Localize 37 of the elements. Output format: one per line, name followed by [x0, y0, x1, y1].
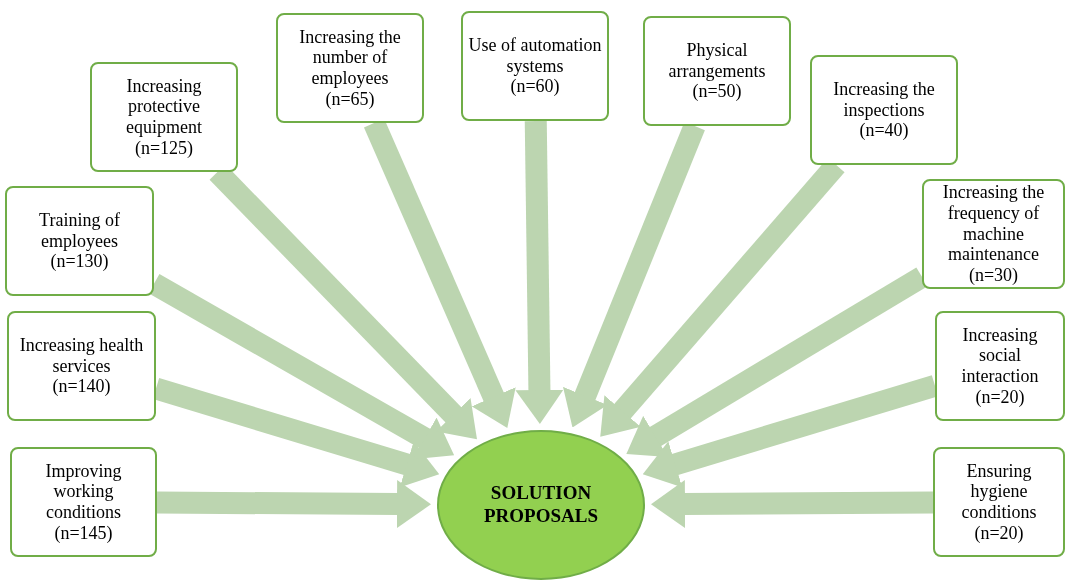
proposal-text: Training of employees	[38, 209, 121, 252]
proposal-box	[90, 62, 238, 172]
proposal-box	[7, 311, 156, 421]
proposal-text: Increasing health services	[18, 334, 145, 377]
count-text: (n=40)	[859, 120, 909, 142]
arrow	[651, 480, 934, 529]
count-text: (n=50)	[692, 81, 742, 103]
arrow	[515, 120, 564, 424]
proposal-box	[10, 447, 157, 557]
count-text: (n=65)	[325, 88, 375, 110]
proposal-text: Improving working conditions	[44, 460, 123, 523]
proposal-box	[810, 55, 958, 165]
ellipse-title: SOLUTION PROPOSALS	[483, 482, 599, 528]
proposal-box	[5, 186, 154, 296]
count-text: (n=20)	[974, 522, 1024, 544]
proposal-box	[922, 179, 1065, 289]
proposal-box	[935, 311, 1065, 421]
count-text: (n=20)	[975, 386, 1025, 408]
count-text: (n=130)	[50, 251, 109, 273]
count-text: (n=140)	[52, 376, 111, 398]
proposal-text: Use of automation systems	[467, 34, 603, 77]
proposal-text: Physical arrangements	[667, 39, 767, 82]
proposal-text: Increasing the number of employees	[298, 26, 402, 89]
count-text: (n=145)	[54, 522, 113, 544]
proposal-text: Increasing the frequency of machine maintenance	[941, 182, 1046, 266]
proposal-box	[461, 11, 609, 121]
count-text: (n=30)	[968, 265, 1019, 286]
count-text: (n=60)	[510, 76, 560, 98]
arrow	[156, 480, 431, 529]
proposal-text: Increasing the inspections	[832, 78, 936, 121]
count-text: (n=125)	[134, 137, 194, 159]
proposal-text: Ensuring hygiene conditions	[960, 460, 1038, 523]
proposal-box	[276, 13, 424, 123]
proposal-box	[933, 447, 1065, 557]
proposal-box	[643, 16, 791, 126]
proposal-text: Increasing social interaction	[960, 324, 1040, 387]
proposal-text: Increasing protective equipment	[125, 75, 203, 138]
